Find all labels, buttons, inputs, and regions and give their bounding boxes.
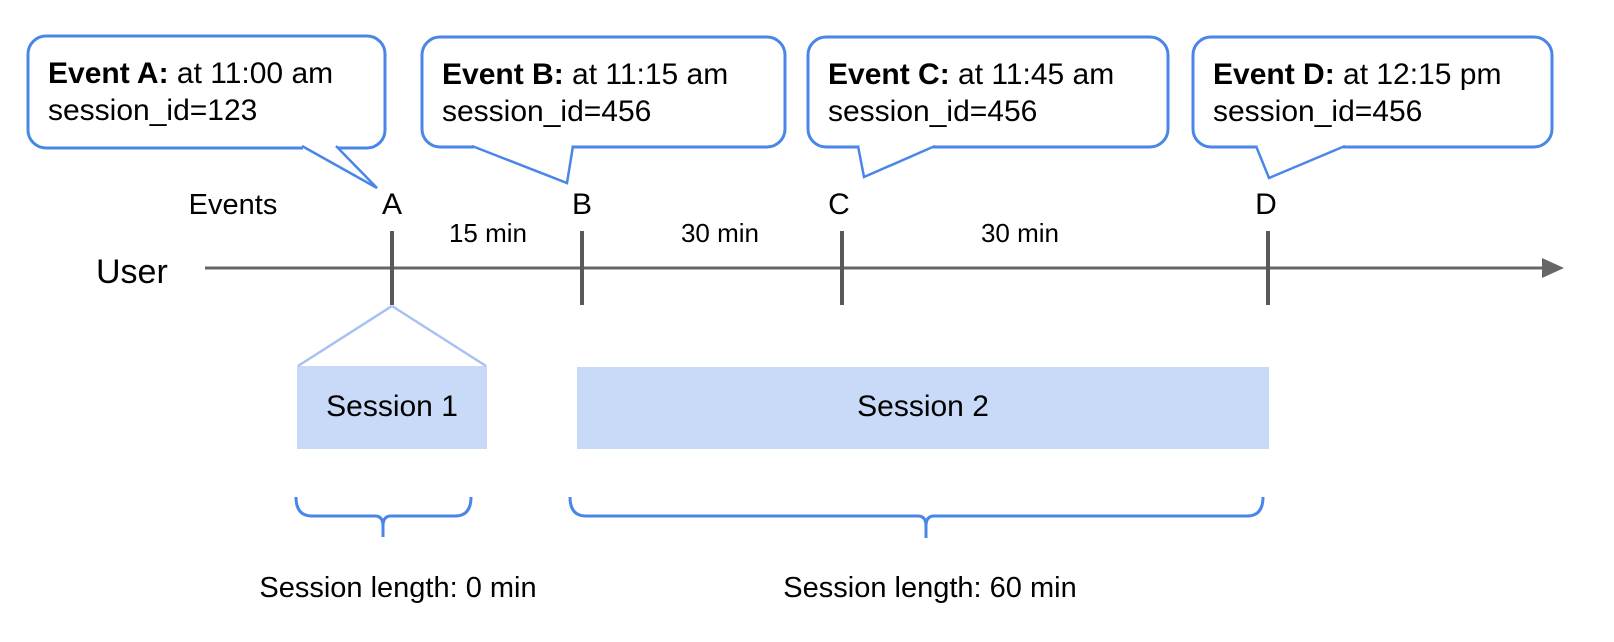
bubble-c-session: session_id=456 <box>828 95 1038 128</box>
bubble-b-text: Event B: at 11:15 am session_id=456 <box>442 56 728 130</box>
session-1-brace <box>294 496 473 537</box>
arrowhead-icon <box>1542 258 1564 278</box>
bubble-b-session: session_id=456 <box>442 95 652 128</box>
bubble-a-line1: Event A: at 11:00 am <box>48 55 333 92</box>
funnel-left-line <box>297 304 393 368</box>
session-1-box <box>297 366 487 449</box>
events-label: Events <box>188 189 278 221</box>
session-2-brace <box>568 496 1265 538</box>
session-2-length-label: Session length: 60 min <box>783 572 1077 604</box>
bubble-d-text: Event D: at 12:15 pm session_id=456 <box>1213 56 1501 130</box>
interval-label-cd: 30 min <box>980 218 1060 248</box>
bubble-d-time: at 12:15 pm <box>1334 58 1502 91</box>
interval-label-ab: 15 min <box>448 218 528 248</box>
bubble-a-text: Event A: at 11:00 am session_id=123 <box>48 55 333 129</box>
bubble-b-title: Event B: <box>442 58 564 91</box>
marker-label-d: D <box>1255 188 1277 221</box>
speech-bubble-d <box>1191 35 1554 149</box>
bubble-b-line1: Event B: at 11:15 am <box>442 56 728 93</box>
bubble-c-title: Event C: <box>828 58 950 91</box>
bubble-a-session: session_id=123 <box>48 94 258 127</box>
bubble-tail-d <box>1254 144 1346 180</box>
bubble-a-title: Event A: <box>48 57 169 90</box>
funnel-right-line <box>391 304 487 368</box>
bubble-a-time: at 11:00 am <box>168 57 334 90</box>
session-1-length-label: Session length: 0 min <box>259 572 537 604</box>
user-label: User <box>96 253 168 291</box>
bubble-c-time: at 11:45 am <box>949 58 1115 91</box>
interval-label-bc: 30 min <box>680 218 760 248</box>
bubble-tail-b <box>471 144 575 185</box>
bubble-tail-c <box>856 144 936 179</box>
bubble-tail-a <box>301 144 378 190</box>
bubble-d-session: session_id=456 <box>1213 95 1423 128</box>
bubble-c-text: Event C: at 11:45 am session_id=456 <box>828 56 1114 130</box>
bubble-d-line1: Event D: at 12:15 pm <box>1213 56 1501 93</box>
marker-label-b: B <box>571 188 593 221</box>
marker-label-a: A <box>381 188 403 221</box>
session-1-label: Session 1 <box>326 390 458 423</box>
marker-label-c: C <box>828 188 850 221</box>
session-2-label: Session 2 <box>857 390 989 423</box>
bubble-d-title: Event D: <box>1213 58 1335 91</box>
bubble-c-line1: Event C: at 11:45 am <box>828 56 1114 93</box>
speech-bubble-a <box>26 34 387 150</box>
speech-bubble-c <box>806 35 1170 149</box>
bubble-b-time: at 11:15 am <box>563 58 729 91</box>
speech-bubble-b <box>420 35 787 149</box>
session-2-box <box>577 367 1269 449</box>
